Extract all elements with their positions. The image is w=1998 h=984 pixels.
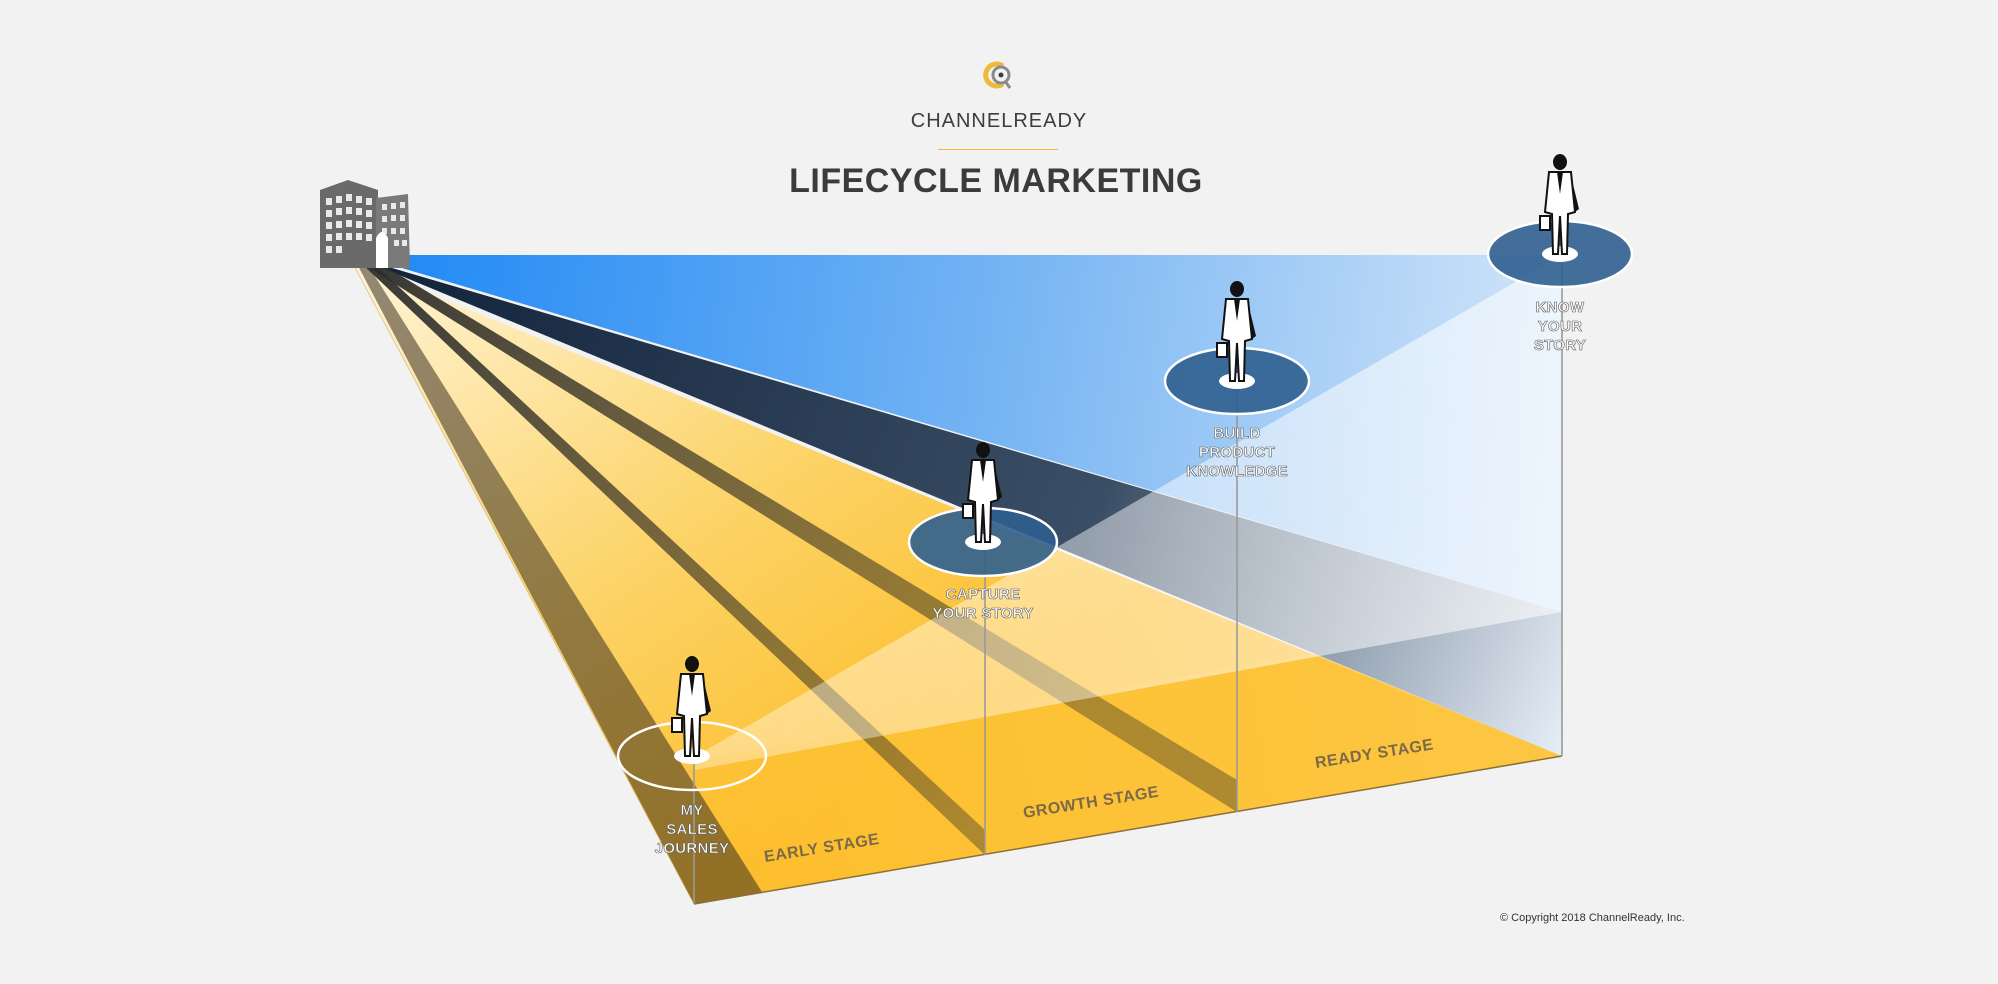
milestone-2-label-line-2: YOUR STORY [932,605,1033,622]
milestone-1-label-line-3: JOURNEY [655,840,730,857]
milestone-2-label-line-1: CAPTURE [946,586,1021,603]
light-beam [694,255,1562,770]
milestone-3-label-line-1: BUILD [1213,425,1260,442]
milestones: MY SALES JOURNEY CAPTURE YOUR STORY BUILD PROD… [616,154,1634,857]
milestone-4-label-line-2: YOUR [1538,318,1583,335]
businessman-icon [1539,154,1579,255]
milestone-4: KNOW YOUR STORY [1486,154,1634,354]
milestone-3-label-line-2: PRODUCT [1199,444,1275,461]
milestone-4-label-line-1: KNOW [1536,299,1585,316]
milestone-4-label-line-3: STORY [1534,337,1586,354]
floor-edge-line [693,755,1563,905]
businessman-icon [1216,281,1256,382]
milestone-3-label-line-3: KNOWLEDGE [1186,463,1288,480]
platform-spot [674,748,710,764]
milestone-1-label-line-2: SALES [666,821,718,838]
perspective-planes [351,255,1563,905]
title-divider [938,149,1058,150]
businessman-icon [962,442,1002,543]
milestone-1-label-line-1: MY [680,802,703,819]
floor-front-band [694,612,1562,904]
platform-spot [965,534,1001,550]
dark-ray-3 [356,262,762,904]
platform-spot [1219,373,1255,389]
platform-spot [1542,246,1578,262]
businessman-icon [671,656,711,757]
milestone-2: CAPTURE YOUR STORY [907,442,1059,622]
page-title: LIFECYCLE MARKETING [789,162,1203,200]
floor-left-edge [351,261,695,905]
milestone-1: MY SALES JOURNEY [616,656,768,857]
brand-name: CHANNELREADY [910,110,1088,132]
channelready-logo-icon [983,61,1012,89]
stage-dividers [693,255,1563,904]
copyright-text: © Copyright 2018 ChannelReady, Inc. [1500,912,1685,924]
office-building-icon [320,180,410,268]
milestone-3: BUILD PRODUCT KNOWLEDGE [1163,281,1311,480]
